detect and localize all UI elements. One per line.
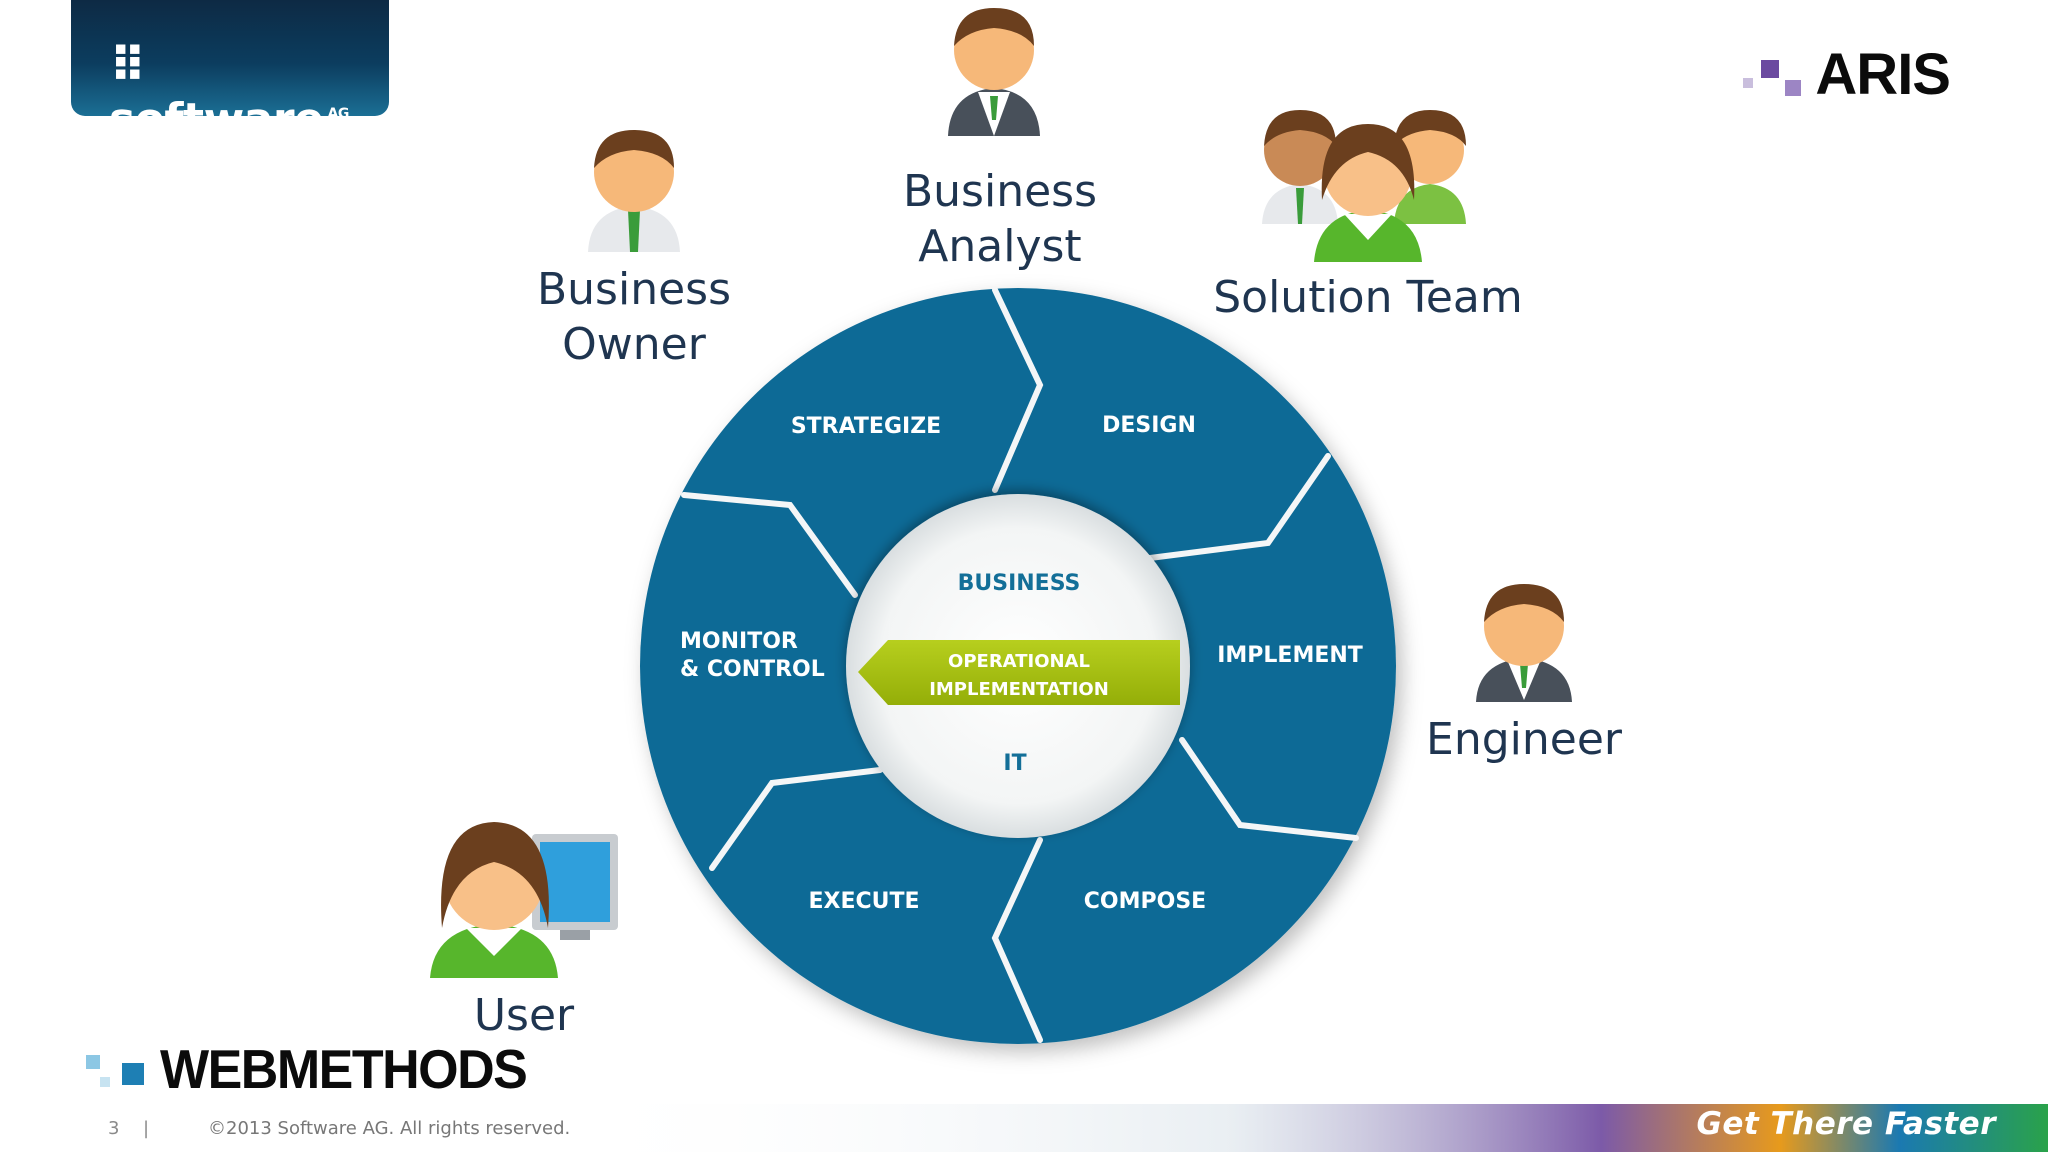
user-avatar-icon [430, 822, 618, 978]
segment-strategize: STRATEGIZE [791, 414, 941, 439]
divider-execute-monitor [709, 767, 883, 871]
aris-logo: ARIS [1743, 42, 1951, 107]
logo-text: software [109, 94, 324, 145]
engineer-avatar-icon [1476, 584, 1572, 702]
logo-suffix: AG [327, 106, 349, 123]
divider-strategize-design [992, 287, 1044, 493]
operational-arrow [858, 640, 1180, 705]
segment-dividers [681, 287, 1359, 1043]
segment-control: & CONTROL [680, 657, 825, 682]
center-business-label: BUSINESS [958, 571, 1081, 596]
segment-execute: EXECUTE [808, 889, 919, 914]
role-business-owner: Business Owner [536, 264, 732, 370]
business-analyst-avatar-icon [948, 8, 1040, 136]
divider-monitor-strategize [681, 492, 858, 598]
divider-design-implement [1147, 453, 1331, 561]
arrow-label-line-1: OPERATIONAL [948, 651, 1090, 672]
arrow-label-line-2: IMPLEMENTATION [929, 679, 1109, 700]
copyright-notice: ©2013 Software AG. All rights reserved. [208, 1118, 571, 1139]
tagline: Get There Faster [1696, 1106, 1996, 1142]
webmethods-wordmark: WEBMETHODS [160, 1039, 528, 1101]
solution-team-avatar-icon [1262, 110, 1466, 262]
segment-monitor: MONITOR [680, 629, 798, 654]
divider-implement-compose [1179, 737, 1359, 841]
aris-squares-icon [1743, 60, 1802, 96]
footer-band [560, 1104, 2048, 1152]
segment-implement: IMPLEMENT [1217, 643, 1363, 668]
footer-separator: | [143, 1118, 150, 1139]
business-owner-avatar-icon [588, 130, 680, 252]
role-user: User [473, 990, 575, 1041]
webmethods-logo: WEBMETHODS [86, 1039, 528, 1101]
role-business-analyst: Business Analyst [902, 166, 1098, 272]
aris-wordmark: ARIS [1815, 41, 1951, 107]
role-engineer: Engineer [1426, 714, 1622, 765]
segment-compose: COMPOSE [1084, 889, 1206, 914]
page-number: 3 [108, 1118, 120, 1139]
role-solution-team: Solution Team [1213, 272, 1523, 323]
center-it-label: IT [1003, 751, 1026, 776]
divider-compose-execute [991, 837, 1043, 1043]
software-ag-s-icon: ⠿ [109, 38, 147, 94]
webmethods-squares-icon [86, 1055, 144, 1087]
segment-design: DESIGN [1102, 413, 1196, 438]
